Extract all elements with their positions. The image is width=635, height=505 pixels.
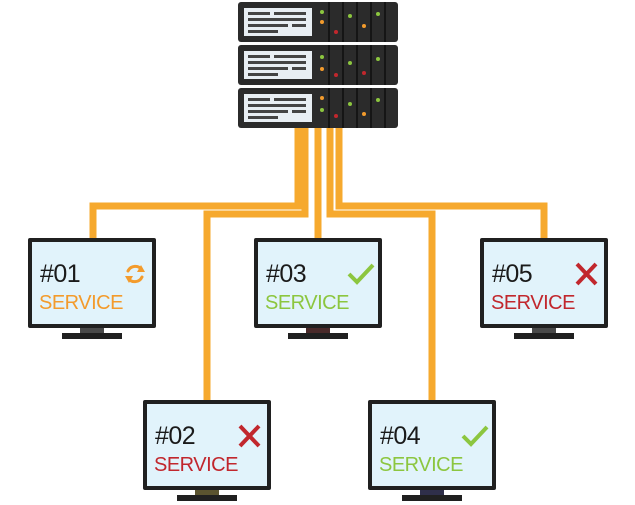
monitor-display: #02 SERVICE [147,404,267,486]
refresh-icon [125,264,145,284]
server-unit-2 [238,45,398,85]
service-label: SERVICE [154,454,238,476]
client-id-label: #02 [155,422,196,450]
monitor-base [62,333,122,339]
client-id-label: #05 [492,260,533,288]
monitor-display: #03 SERVICE [258,242,378,324]
monitor-neck [195,490,219,495]
monitor-neck [80,328,104,333]
cross-icon [575,262,598,286]
monitor-display: #05 SERVICE [484,242,604,324]
cross-icon [238,424,261,448]
service-label: SERVICE [265,292,349,314]
client-monitor-05: #05 SERVICE [480,238,608,343]
monitor-screen: #01 SERVICE [28,238,156,328]
monitor-base [177,495,237,501]
client-monitor-02: #02 SERVICE [143,400,271,505]
client-id-label: #04 [380,422,421,450]
client-id-label: #03 [266,260,307,288]
monitor-screen: #05 SERVICE [480,238,608,328]
cable-to-client-05 [335,122,548,240]
cable-to-client-04 [326,122,436,402]
client-id-label: #01 [40,260,81,288]
client-monitor-04: #04 SERVICE [368,400,496,505]
monitor-screen: #03 SERVICE [254,238,382,328]
client-monitor-03: #03 SERVICE [254,238,382,343]
monitor-screen: #02 SERVICE [143,400,271,490]
server-rack [238,2,398,128]
monitor-base [402,495,462,501]
monitor-base [514,333,574,339]
monitor-display: #01 SERVICE [32,242,152,324]
server-unit-3 [238,88,398,128]
monitor-neck [420,490,444,495]
monitor-display: #04 SERVICE [372,404,492,486]
monitor-neck [532,328,556,333]
service-label: SERVICE [39,292,123,314]
check-icon [461,425,489,447]
service-label: SERVICE [379,454,463,476]
server-unit-1 [238,2,398,42]
monitor-neck [306,328,330,333]
service-label: SERVICE [491,292,575,314]
monitor-screen: #04 SERVICE [368,400,496,490]
cable-to-client-02 [203,122,309,402]
monitor-base [288,333,348,339]
cable-to-client-01 [89,122,302,240]
check-icon [347,263,375,285]
client-monitor-01: #01 SERVICE [28,238,156,343]
